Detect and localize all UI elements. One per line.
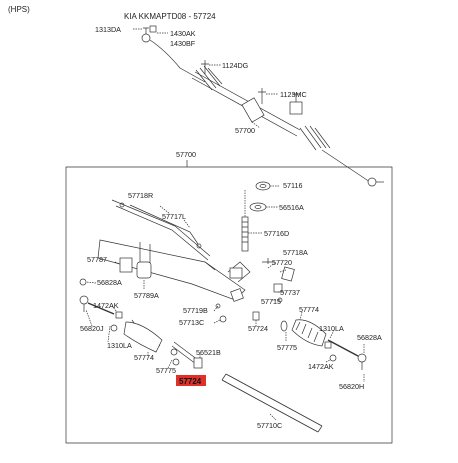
part-57116-shape	[255, 181, 271, 191]
label-57719B[interactable]: 57719B	[183, 306, 208, 315]
label-1124DG[interactable]: 1124DG	[222, 61, 249, 70]
label-57700-detail[interactable]: 57700	[176, 150, 196, 159]
label-56820J[interactable]: 56820J	[80, 324, 104, 333]
label-57724-highlighted[interactable]: 57724	[179, 377, 202, 386]
bushing-57789A	[136, 261, 152, 279]
label-56521B[interactable]: 56521B	[196, 348, 221, 357]
label-1123MC[interactable]: 1123MC	[280, 90, 307, 99]
overview-assembly	[133, 25, 384, 187]
label-1313DA[interactable]: 1313DA	[95, 25, 121, 34]
highlight-box-57724[interactable]	[176, 375, 206, 386]
label-57774-left[interactable]: 57774	[134, 353, 154, 362]
left-tie-rod-end	[79, 295, 89, 305]
label-56828A-left[interactable]: 56828A	[97, 278, 122, 287]
label-57718R[interactable]: 57718R	[128, 191, 153, 200]
hydraulic-tubes	[111, 199, 211, 261]
label-57716D[interactable]: 57716D	[264, 229, 289, 238]
label-57774-right[interactable]: 57774	[299, 305, 319, 314]
label-56828A-right[interactable]: 56828A	[357, 333, 382, 342]
overview-boot-right	[299, 125, 331, 151]
label-57789A[interactable]: 57789A	[134, 291, 159, 300]
label-1472AK-right[interactable]: 1472AK	[308, 362, 334, 371]
label-56516A[interactable]: 56516A	[279, 203, 304, 212]
label-1430AK[interactable]: 1430AK	[170, 29, 196, 38]
label-57715[interactable]: 57715	[261, 297, 281, 306]
label-56820H[interactable]: 56820H	[339, 382, 364, 391]
label-57700-overview[interactable]: 57700	[235, 126, 255, 135]
variant-label: (HPS)	[8, 5, 30, 14]
right-tie-rod-end	[357, 353, 367, 363]
label-57737[interactable]: 57737	[280, 288, 300, 297]
label-57720[interactable]: 57720	[272, 258, 292, 267]
overview-boot-left	[195, 65, 223, 91]
detail-frame	[65, 160, 393, 444]
left-tie-rod-end-top	[141, 33, 151, 43]
label-57787[interactable]: 57787	[87, 255, 107, 264]
label-57775-left[interactable]: 57775	[156, 366, 176, 375]
detail-assembly	[79, 181, 367, 433]
label-57724-right[interactable]: 57724	[248, 324, 268, 333]
right-boot	[291, 319, 327, 347]
label-57717L[interactable]: 57717L	[162, 212, 186, 221]
label-57710C[interactable]: 57710C	[257, 421, 282, 430]
rack-bar	[221, 373, 323, 433]
pinion-shaft	[241, 216, 249, 252]
label-57718A[interactable]: 57718A	[283, 248, 308, 257]
label-57116[interactable]: 57116	[283, 181, 302, 190]
reference-label: KIA KKMAPTD08 - 57724	[124, 12, 216, 21]
label-1430BF[interactable]: 1430BF	[170, 39, 196, 48]
label-1310LA-right[interactable]: 1310LA	[319, 324, 344, 333]
label-1310LA-left[interactable]: 1310LA	[107, 341, 132, 350]
label-1472AK-left[interactable]: 1472AK	[93, 301, 119, 310]
label-57775-right[interactable]: 57775	[277, 343, 297, 352]
inner-tie-rod	[171, 341, 199, 365]
label-57713C[interactable]: 57713C	[179, 318, 204, 327]
